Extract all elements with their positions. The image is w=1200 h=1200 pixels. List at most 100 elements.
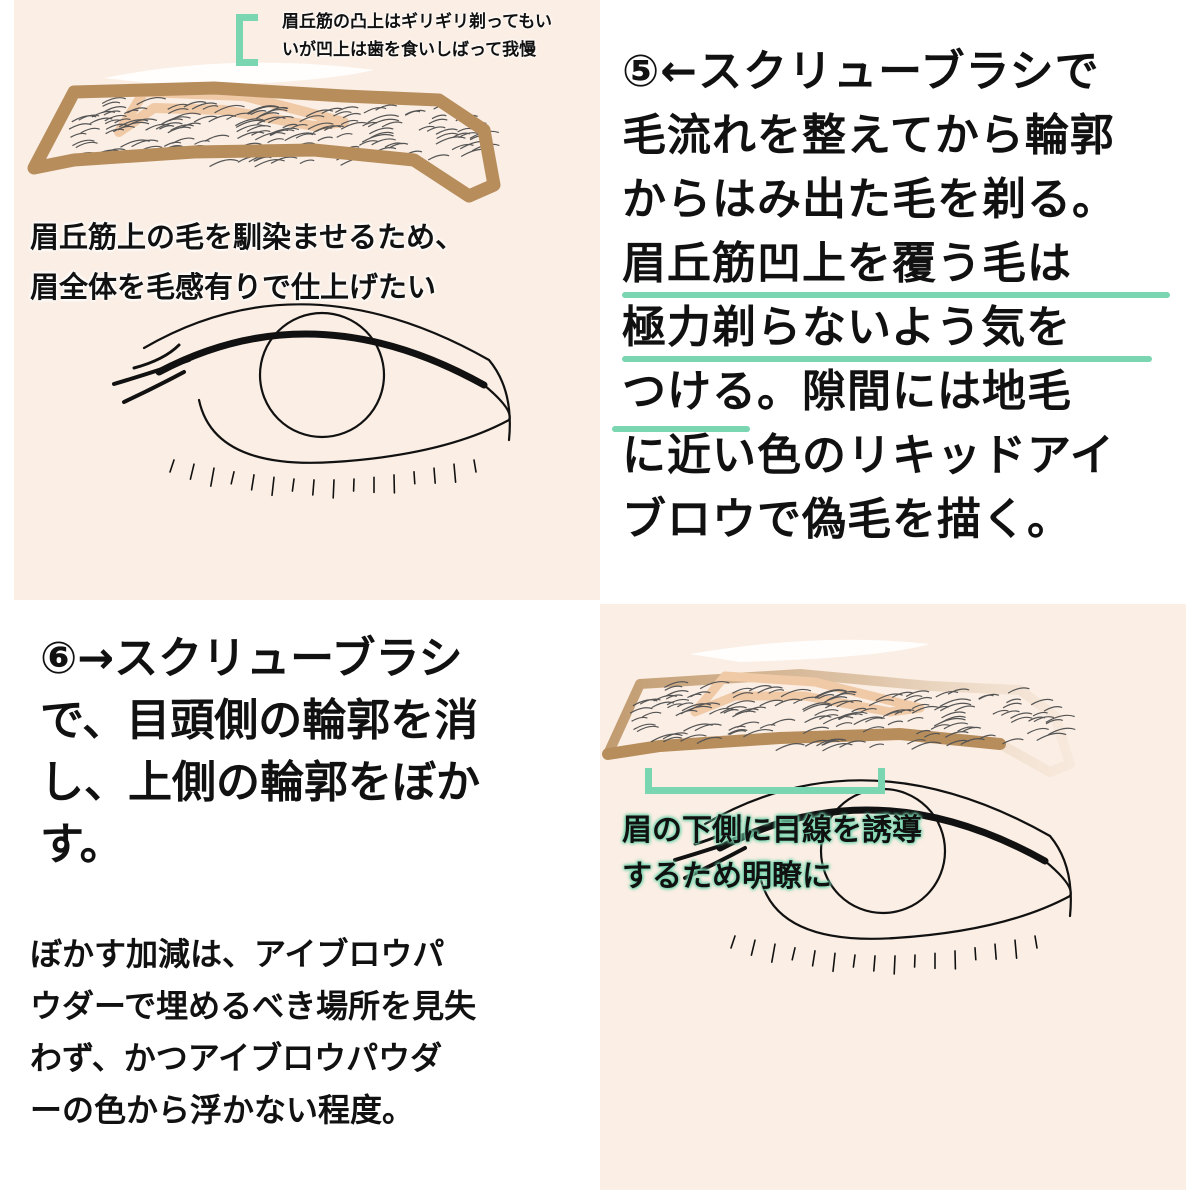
brow-hair-stroke (814, 689, 847, 698)
brow-hair-stroke (120, 139, 151, 148)
brow-hair-stroke (887, 720, 904, 726)
eye-line (291, 478, 295, 492)
brow-hair-stroke (91, 110, 116, 118)
eye-line (758, 874, 1072, 940)
brow-hair-stroke (167, 126, 192, 134)
brow-hair-stroke (911, 703, 930, 710)
step5-line-6: つける。隙間には地毛 (622, 366, 1072, 417)
bracket-mark (236, 14, 258, 66)
brow-hair-stroke (155, 122, 183, 130)
brow-hair-stroke (816, 738, 844, 747)
lower-note: 眉の下側に目線を誘導 するため明瞭に (622, 808, 1022, 900)
brow-hair-stroke (1030, 698, 1054, 706)
brow-hair-stroke (1006, 698, 1022, 704)
brow-hair-stroke (426, 126, 446, 132)
brow-hair-stroke (727, 729, 748, 735)
lower-note-line-2: するため明瞭に (622, 859, 832, 894)
eye-line (716, 806, 1049, 865)
brow-hair-stroke (641, 711, 662, 718)
brow-hair-stroke (757, 686, 783, 694)
brow-hair-stroke (818, 694, 835, 699)
brow-hair-stroke (284, 132, 316, 142)
step6-detail-line-3: わず、かつアイブロウパウダ (30, 1039, 443, 1077)
brow-hair-stroke (664, 681, 689, 689)
brow-hair-stroke (834, 691, 856, 698)
highlight-underline (622, 292, 1170, 298)
eye-line (730, 935, 736, 949)
brow-hair-stroke (882, 709, 912, 718)
brow-hair-stroke (126, 107, 148, 114)
brow-caption-line-1: 眉丘筋上の毛を馴染ませるため、 (30, 220, 465, 254)
brow-hair-stroke (118, 119, 149, 128)
brow-hair-stroke (666, 698, 690, 706)
brow-hair-stroke (340, 119, 359, 126)
brow-hair-stroke (114, 118, 131, 124)
brow-hair-stroke (1002, 738, 1024, 745)
brow-hair-stroke (689, 702, 721, 712)
brow-hair-stroke (299, 159, 315, 165)
step5-line-5: 極力剃らないよう気を (622, 302, 1072, 353)
eye-line (893, 955, 896, 975)
brow-hair-stroke (709, 707, 734, 715)
brow-hair-stroke (759, 699, 784, 707)
top-note-line-2: いが凹上は歯を食いしばって我慢 (282, 40, 537, 60)
brow-hair-stroke (194, 140, 210, 145)
brow-hair-stroke (362, 121, 378, 127)
brow-hair-stroke (256, 112, 280, 119)
brow-hair-stroke (941, 715, 966, 723)
eye-line (433, 467, 436, 484)
top-note: 眉丘筋の凸上はギリギリ剃ってもい いが凹上は歯を食いしばって我慢 (238, 8, 600, 64)
step6-line-4: す。 (40, 819, 124, 870)
brow-hair-stroke (853, 716, 885, 726)
brow-hair-stroke (793, 696, 820, 705)
brow-hair-stroke (906, 739, 926, 745)
brow-hair-stroke (1007, 687, 1030, 694)
brow-hair-stroke (404, 109, 426, 116)
brow-hair-stroke (1036, 732, 1067, 742)
lower-note-line-1: 眉の下側に目線を誘導 (622, 813, 922, 848)
brow-hair-stroke (653, 694, 677, 702)
brow-hair-stroke (170, 124, 194, 132)
brow-caption-line-2: 眉全体を毛感有りで仕上げたい (30, 270, 437, 304)
step5-line-3: からはみ出た毛を剃る。 (622, 174, 1117, 225)
eye-line (1034, 935, 1038, 949)
brow-hair-stroke (903, 695, 923, 701)
brow-hair-stroke (944, 731, 969, 738)
highlight-underline (622, 356, 1152, 362)
brow-hair-stroke (915, 729, 931, 735)
step6-text: ⑥→スクリューブラシ で、目頭側の輪郭を消 し、上側の輪郭をぼか す。 (40, 628, 590, 876)
brow-hair-stroke (299, 115, 325, 123)
eye-line (132, 343, 181, 370)
step6-detail-line-2: ウダーで埋めるべき場所を見失 (30, 987, 477, 1025)
brow-hair-stroke (690, 691, 711, 698)
brow-hair-stroke (105, 123, 128, 130)
brow-hair-stroke (102, 101, 121, 107)
brow-hair-stroke (1026, 727, 1049, 735)
brow-hair-stroke (333, 111, 352, 117)
brow-hair-stroke (72, 139, 95, 147)
brow-hair-stroke (384, 142, 403, 148)
eye-line (453, 463, 457, 483)
step6-line-1: ⑥→スクリューブラシ (40, 633, 463, 684)
brow-hair-stroke (768, 689, 785, 694)
brow-hair-stroke (226, 112, 253, 121)
brow-hair-stroke (371, 138, 396, 146)
brow-hair-stroke (939, 698, 972, 708)
eye-line (332, 479, 335, 499)
eye-line (197, 398, 511, 464)
brow-hair-stroke (924, 732, 941, 738)
brow-hair-stroke (824, 696, 848, 703)
eye-line (250, 474, 255, 491)
brow-hair-stroke (381, 121, 403, 128)
brow-hair-stroke (732, 687, 753, 694)
brow-hair-stroke (835, 722, 853, 728)
brow-hair-stroke (935, 691, 959, 698)
eye-line (112, 358, 191, 386)
brow-hair-stroke (103, 106, 127, 113)
eye-line (852, 954, 856, 968)
step5-line-1: ⑤←スクリューブラシで (622, 46, 1100, 97)
brow-hair-stroke (723, 709, 739, 714)
brow-hair-stroke (911, 741, 942, 750)
brow-hair-stroke (681, 703, 712, 712)
brow-hair-stroke (367, 118, 400, 128)
